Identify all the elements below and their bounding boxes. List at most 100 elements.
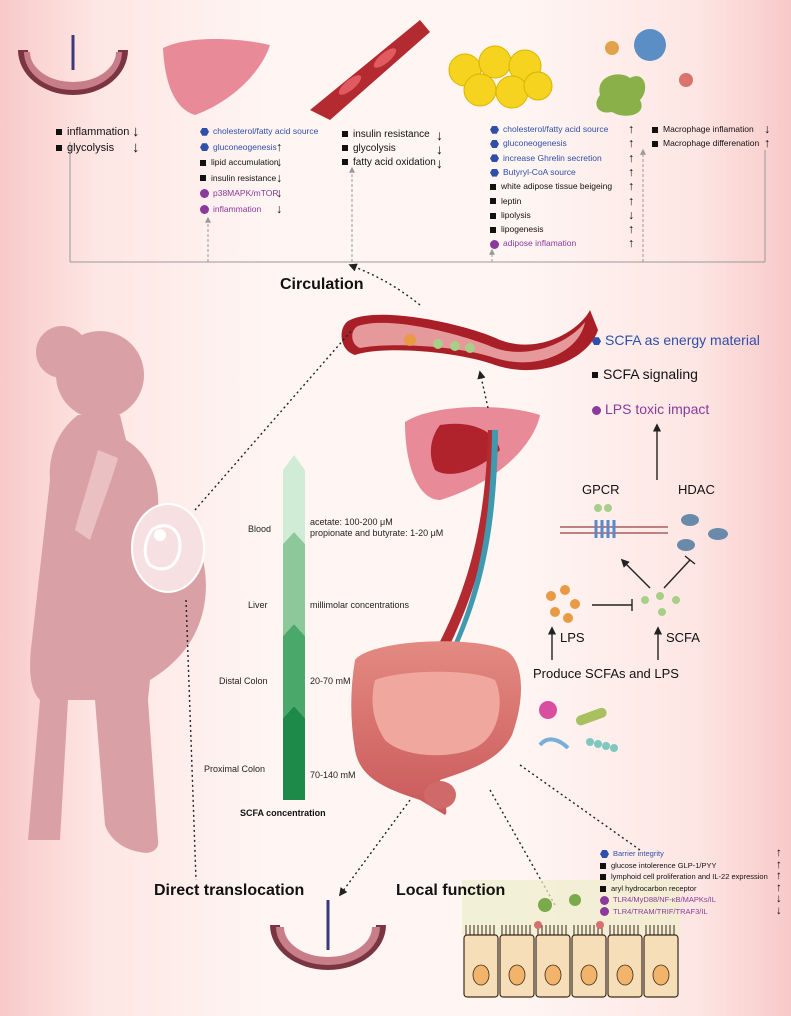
list-item: white adipose tissue beigeing (490, 179, 612, 193)
list-item-text: lymphoid cell proliferation and IL-22 ex… (611, 872, 768, 881)
scfa-conc-liver: millimolar concentrations (310, 600, 410, 610)
arrow-up-icon: ↑ (776, 870, 782, 882)
fetus-illustration (131, 503, 205, 593)
arrow-up-icon: ↑ (276, 139, 283, 154)
dot-marker-icon (600, 895, 609, 905)
square-marker-icon (200, 175, 206, 182)
list-item-text: gluconeogenesis (503, 138, 567, 149)
list-item: gluconeogenesis (200, 140, 277, 156)
list-item-text: inflammation (213, 203, 262, 214)
hex-marker-icon (200, 127, 209, 136)
legend-signaling: SCFA signaling (592, 366, 698, 382)
list-item-text: cholesterol/fatty acid source (503, 124, 609, 134)
arrow-down-icon: ↓ (132, 123, 140, 140)
list-item-text: glycolysis (353, 143, 396, 154)
intestines (351, 641, 522, 815)
arrow-up-icon: ↑ (628, 179, 635, 194)
list-item: adipose inflamation (490, 236, 576, 250)
square-marker-icon (592, 372, 598, 379)
portal-vein-blue (446, 430, 498, 662)
list-item-text: white adipose tissue beigeing (501, 181, 613, 192)
list-item-text: Macrophage inflamation (663, 124, 754, 134)
scfa-conc-distal: 20-70 mM (310, 676, 351, 686)
list-item-text: insulin resistance (353, 129, 430, 140)
circulation-bracket (69, 142, 766, 263)
lps-molecules (546, 585, 580, 623)
hdac-molecules (677, 514, 728, 551)
hex-marker-icon (490, 168, 499, 177)
list-item: aryl hydrocarbon receptor (600, 883, 696, 895)
circulation-label: Circulation (280, 276, 364, 293)
list-item-text: glucose intolerence GLP-1/PYY (611, 860, 717, 870)
arrow-down-icon: ↓ (436, 127, 443, 143)
legend-lps-label: LPS toxic impact (605, 401, 710, 417)
list-item: Butyryl-CoA source (490, 165, 576, 179)
local-function-label: Local function (396, 882, 506, 899)
list-item-text: fatty acid oxidation (353, 157, 436, 168)
list-item: lymphoid cell proliferation and IL-22 ex… (600, 871, 768, 883)
scfa-label: SCFA (666, 630, 700, 645)
scfa-molecules (641, 592, 680, 616)
legend-energy: SCFA as energy material (592, 332, 760, 348)
arrow-down-icon: ↓ (276, 186, 283, 200)
immune-cells-top (596, 29, 693, 116)
arrow-up-icon: ↑ (628, 236, 635, 251)
list-item: fatty acid oxidation (342, 156, 436, 170)
portal-vein (430, 430, 498, 664)
scfa-site-proximal: Proximal Colon (204, 764, 266, 774)
gpcr-label: GPCR (582, 482, 620, 497)
microbes (538, 701, 618, 752)
arrow-down-icon: ↓ (436, 155, 443, 171)
arrow-up-icon: ↑ (628, 150, 635, 165)
arrow-down-icon: ↓ (628, 207, 635, 222)
list-item: cholesterol/fatty acid source (490, 122, 608, 136)
list-item-text: lipid accumulation (211, 157, 279, 167)
placenta-bottom (270, 900, 386, 970)
list-item: insulin resistance (200, 171, 276, 187)
square-marker-icon (600, 874, 606, 881)
list-item: Macrophage differenation (652, 136, 759, 150)
arrow-down-icon: ↓ (436, 141, 443, 157)
arrow-down-icon: ↓ (776, 904, 782, 917)
scfa-conc-proximal: 70-140 mM (310, 770, 356, 780)
arrow-down-icon: ↓ (776, 893, 782, 905)
arrow-up-icon: ↑ (628, 222, 635, 237)
square-marker-icon (490, 226, 496, 233)
list-item-text: inflammation (67, 126, 130, 138)
direct-translocation-label: Direct translocation (154, 882, 305, 899)
list-item: glycolysis (342, 142, 396, 156)
list-item-text: insulin resistance (211, 172, 277, 183)
arrow-down-icon: ↓ (764, 122, 771, 136)
square-marker-icon (200, 159, 206, 166)
arrow-up-icon: ↑ (628, 193, 635, 208)
arrow-up-icon: ↑ (776, 881, 782, 894)
scfa-site-distal: Distal Colon (219, 676, 268, 686)
square-marker-icon (600, 862, 606, 869)
list-item-text: cholesterol/fatty acid source (213, 126, 319, 136)
list-item-text: p38MAPK/mTOR (213, 188, 279, 198)
list-item-text: Barrier integrity (613, 849, 664, 858)
adipose-top (448, 45, 553, 109)
square-marker-icon (342, 145, 348, 152)
list-item: cholesterol/fatty acid source (200, 124, 318, 140)
dot-marker-icon (200, 204, 209, 214)
square-marker-icon (342, 159, 348, 166)
legend-energy-label: SCFA as energy material (605, 332, 760, 348)
list-item-text: leptin (501, 195, 522, 206)
list-item: lipid accumulation (200, 155, 279, 171)
square-marker-icon (490, 183, 496, 190)
gpcr-membrane (560, 504, 668, 538)
intestinal-epithelium (462, 880, 680, 998)
square-marker-icon (56, 129, 62, 136)
legend-signaling-label: SCFA signaling (603, 366, 698, 382)
list-item: inflammation (200, 202, 261, 218)
list-item-text: lipolysis (501, 209, 531, 220)
lps-label: LPS (560, 630, 585, 645)
dot-marker-icon (200, 189, 209, 199)
list-item: Barrier integrity (600, 848, 664, 860)
list-item: Macrophage inflamation (652, 122, 754, 136)
hex-marker-icon (200, 143, 209, 152)
hex-marker-icon (490, 154, 499, 163)
square-marker-icon (490, 198, 496, 205)
